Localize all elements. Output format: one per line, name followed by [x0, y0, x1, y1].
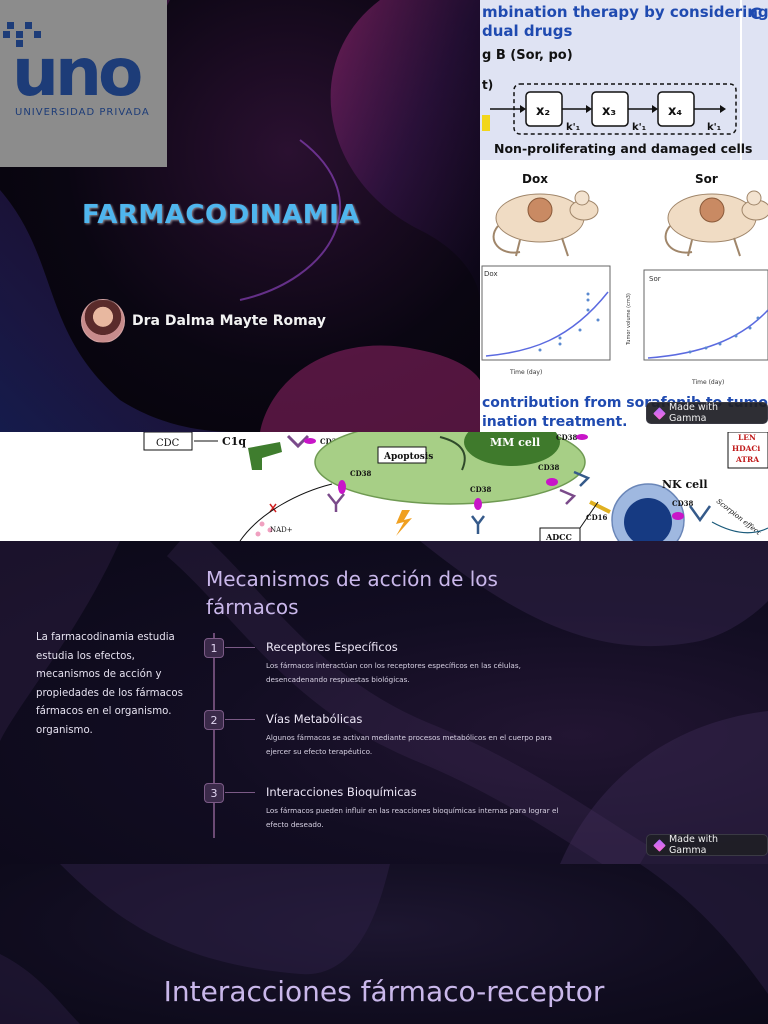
cd38-label-2: CD38: [350, 469, 372, 478]
made-with-gamma-label: Made with Gamma: [668, 402, 719, 424]
timeline-line: [213, 633, 215, 838]
t-label: t): [482, 78, 494, 92]
interactions-slide: Interacciones fármaco-receptor: [0, 864, 768, 1024]
compartment-x3-label: x₃: [602, 104, 616, 119]
yellow-marker: [482, 115, 490, 131]
figure-footer-2: ination treatment.: [482, 414, 628, 430]
step-title: Interacciones Bioquímicas: [266, 785, 417, 799]
mouse-sor-illustration: [664, 190, 768, 257]
len-box: [727, 432, 768, 469]
rate-label-1: k'₁: [566, 122, 580, 133]
science-figure-panel: C mbination therapy by considering dual …: [480, 0, 768, 432]
interactions-title: Interacciones fármaco-receptor: [163, 975, 605, 1008]
mm-cell-nucleus: [464, 432, 560, 466]
made-with-gamma-badge-top[interactable]: Made with Gamma: [646, 402, 768, 424]
drug-label: g B (Sor, po): [482, 48, 573, 63]
compartment-x4-label: x₄: [668, 104, 682, 119]
lightning-icon: [396, 510, 412, 536]
slide-title: FARMACODINAMIA: [82, 200, 360, 230]
step-title: Receptores Específicos: [266, 640, 398, 654]
gamma-logo-icon: [653, 838, 666, 852]
apoptosis-label: Apoptosis: [383, 452, 433, 462]
rate-label-2: k'₁: [632, 122, 646, 133]
immune-mechanism-diagram: CDC C1q CD38 MM cell Apoptosis CD38 CD38…: [0, 432, 768, 541]
logo-wordmark: uno: [12, 34, 143, 111]
nad-label: NAD+: [270, 526, 293, 534]
mechanisms-title: Mecanismos de acción de los fármacos: [206, 567, 498, 619]
made-with-gamma-badge-bottom[interactable]: Made with Gamma: [646, 834, 768, 856]
mouse-dox-illustration: [492, 190, 599, 257]
c1q-label: C1q: [222, 435, 246, 448]
figure-heading-2: dual drugs: [482, 22, 573, 40]
mm-cell-label: MM cell: [490, 436, 540, 449]
mechanisms-slide: Mecanismos de acción de los fármacos La …: [0, 541, 768, 864]
plot-dox: Dox Time (day): [481, 265, 611, 376]
author-avatar: [81, 299, 125, 343]
step-number: 3: [204, 783, 224, 803]
compartment-model-diagram: x₂ x₃ x₄ k'₁ k'₁ k'₁: [481, 83, 768, 386]
nk-cell-label: NK cell: [662, 478, 708, 491]
side-box: [742, 0, 768, 160]
plot-sor-xaxis: Time (day): [691, 379, 724, 386]
slide2-background-waves: [0, 541, 768, 864]
c1q-complex: [248, 442, 282, 470]
university-logo: uno UNIVERSIDAD PRIVADA: [0, 0, 167, 167]
nk-cell-nucleus: [624, 498, 672, 541]
slide3-background-waves: [0, 864, 768, 1024]
step-number: 2: [204, 710, 224, 730]
step-number: 1: [204, 638, 224, 658]
author-name: Dra Dalma Mayte Romay: [132, 313, 326, 329]
step-description: Los fármacos interactúan con los recepto…: [266, 661, 521, 684]
title-slide: uno UNIVERSIDAD PRIVADA FARMACODINAMIA D…: [0, 0, 480, 432]
plot-sor: Sor Time (day) Tumor volume (cm3): [626, 269, 768, 386]
figure-heading-1: mbination therapy by considering: [482, 3, 768, 21]
rate-label-3: k'₁: [707, 122, 721, 133]
len-label: LEN: [738, 433, 756, 442]
plot-dox-xaxis: Time (day): [509, 369, 542, 376]
cd38-label-3: CD38: [470, 485, 492, 494]
step-title: Vías Metabólicas: [266, 712, 363, 726]
scorpion-label: Scorpion effect: [715, 497, 763, 537]
compartment-x2-label: x₂: [536, 104, 550, 119]
cd38-label-4: CD38: [538, 463, 560, 472]
cd38-label-6: CD38: [672, 499, 694, 508]
atra-label: ATRA: [735, 455, 759, 464]
cd38-label-5: CD38: [556, 433, 578, 442]
adcc-label: ADCC: [545, 532, 572, 541]
immune-diagram-svg: CDC C1q CD38 MM cell Apoptosis CD38 CD38…: [143, 432, 768, 541]
side-box-letter: C: [750, 4, 762, 23]
plot-sor-label: Sor: [649, 275, 661, 283]
step-description: Los fármacos pueden influir en las reacc…: [266, 806, 559, 829]
cdc-label: CDC: [156, 438, 180, 449]
figure-caption: Non-proliferating and damaged cells: [494, 141, 753, 156]
cd16-label: CD16: [586, 513, 608, 522]
dox-label: Dox: [522, 172, 548, 186]
step-description: Algunos fármacos se activan mediante pro…: [266, 733, 552, 756]
intro-paragraph: La farmacodinamia estudia estudia los ef…: [36, 632, 183, 736]
plot-dox-label: Dox: [484, 270, 498, 278]
made-with-gamma-label: Made with Gamma: [668, 834, 719, 856]
plot-sor-yaxis: Tumor volume (cm3): [626, 293, 632, 346]
hdaci-label: HDACi: [732, 444, 760, 453]
sor-label: Sor: [695, 172, 718, 186]
logo-subtitle: UNIVERSIDAD PRIVADA: [15, 107, 150, 118]
gamma-logo-icon: [653, 406, 666, 420]
